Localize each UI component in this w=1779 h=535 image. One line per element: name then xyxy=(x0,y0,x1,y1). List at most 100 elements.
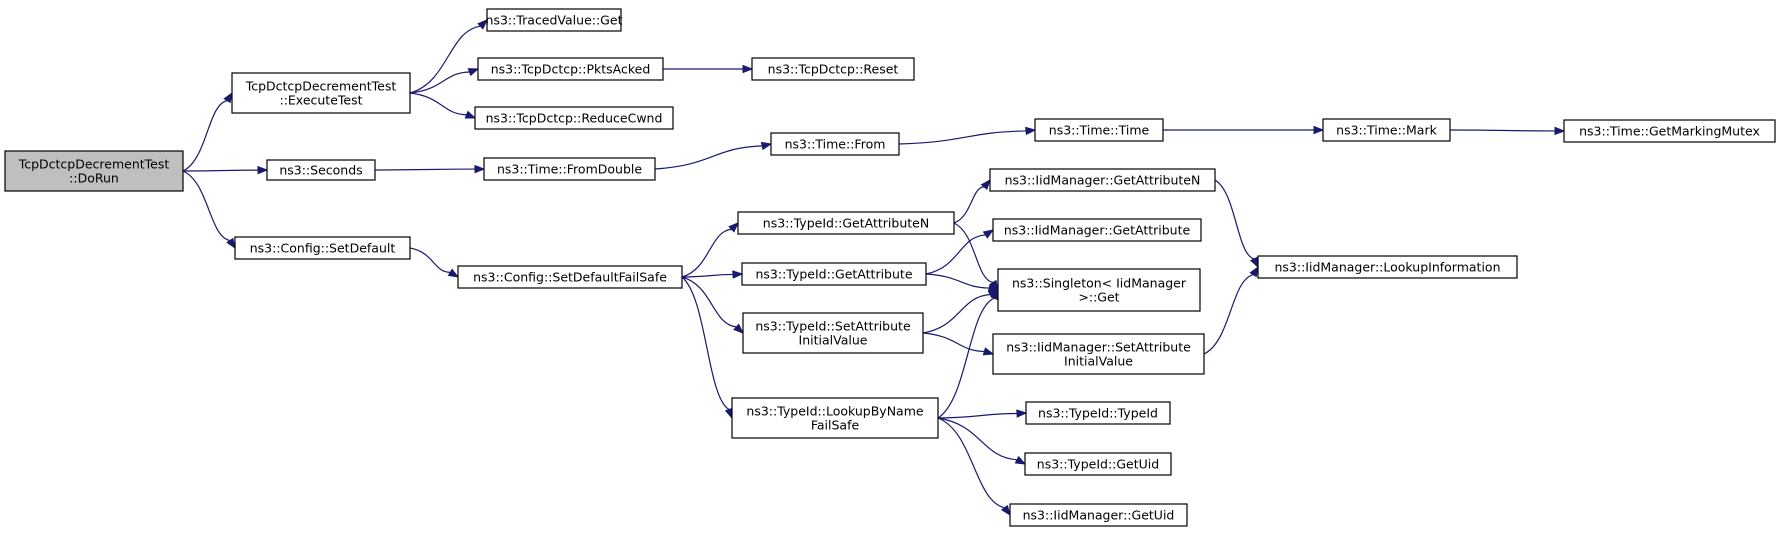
node-box[interactable] xyxy=(266,159,376,181)
node-getattr[interactable]: ns3::TypeId::GetAttribute xyxy=(741,262,927,286)
node-box[interactable] xyxy=(1257,255,1518,279)
node-label: ns3::IidManager::GetAttributeN xyxy=(1005,173,1201,188)
node-box[interactable] xyxy=(1322,118,1451,142)
node-box[interactable] xyxy=(989,168,1216,192)
node-label: ns3::TypeId::GetUid xyxy=(1037,457,1159,472)
node-getattrn[interactable]: ns3::TypeId::GetAttributeN xyxy=(737,211,955,235)
node-box[interactable] xyxy=(1024,452,1172,476)
node-box[interactable] xyxy=(770,132,900,156)
node-mutex[interactable]: ns3::Time::GetMarkingMutex xyxy=(1563,119,1776,143)
nodes-layer: TcpDctcpDecrementTest::DoRun TcpDctcpDecr… xyxy=(4,8,1776,527)
arrowhead xyxy=(982,229,995,239)
node-reset[interactable]: ns3::TcpDctcp::Reset xyxy=(751,57,915,81)
node-iidgetuid[interactable]: ns3::IidManager::GetUid xyxy=(1009,503,1188,527)
edge-line xyxy=(925,234,986,275)
node-box[interactable] xyxy=(477,57,664,81)
node-box[interactable] xyxy=(234,236,411,260)
node-label: ns3::Time::GetMarkingMutex xyxy=(1579,124,1760,139)
node-box[interactable] xyxy=(737,211,955,235)
node-box[interactable] xyxy=(992,333,1205,375)
node-from[interactable]: ns3::Time::From xyxy=(770,132,900,156)
node-box[interactable] xyxy=(1563,119,1776,143)
edge-line xyxy=(182,169,259,172)
arrowhead xyxy=(447,268,460,278)
node-box[interactable] xyxy=(751,57,915,81)
node-mark[interactable]: ns3::Time::Mark xyxy=(1322,118,1451,142)
node-getuid[interactable]: ns3::TypeId::GetUid xyxy=(1024,452,1172,476)
node-box[interactable] xyxy=(4,150,184,192)
node-label: >::Get xyxy=(1078,290,1119,305)
edge-line xyxy=(681,276,730,411)
node-dorun[interactable]: TcpDctcpDecrementTest::DoRun xyxy=(4,150,184,192)
node-box[interactable] xyxy=(742,312,924,354)
node-label: ns3::TcpDctcp::PktsAcked xyxy=(491,62,651,77)
node-box[interactable] xyxy=(486,8,622,32)
node-typeidctor[interactable]: ns3::TypeId::TypeId xyxy=(1025,401,1171,425)
arrowhead xyxy=(467,68,480,77)
node-setdefault[interactable]: ns3::Config::SetDefault xyxy=(234,236,411,260)
edge-line xyxy=(937,417,1005,509)
node-box[interactable] xyxy=(1009,503,1188,527)
edge-lookup-to-getuid xyxy=(937,417,1027,465)
edge-iidgetattrn-to-lookupinfo xyxy=(1214,179,1259,269)
node-box[interactable] xyxy=(1025,401,1171,425)
arrowhead xyxy=(1313,125,1325,135)
node-label: InitialValue xyxy=(1064,354,1133,369)
node-box[interactable] xyxy=(731,397,939,439)
edge-line xyxy=(182,100,228,172)
node-label: FailSafe xyxy=(811,418,860,433)
arrowhead xyxy=(980,178,991,191)
node-box[interactable] xyxy=(474,106,674,130)
node-failsafe[interactable]: ns3::Config::SetDefaultFailSafe xyxy=(457,265,683,289)
node-label: ns3::Time::Time xyxy=(1049,123,1150,138)
node-label: ns3::TypeId::SetAttribute xyxy=(755,319,911,334)
arrowhead xyxy=(226,237,236,250)
node-singleton[interactable]: ns3::Singleton< IidManager>::Get xyxy=(997,268,1201,312)
node-box[interactable] xyxy=(457,265,683,289)
edges-layer xyxy=(182,19,1566,517)
node-reducecwnd[interactable]: ns3::TcpDctcp::ReduceCwnd xyxy=(474,106,674,130)
edge-execute-to-tracedget xyxy=(409,19,489,94)
node-iidgetattrn[interactable]: ns3::IidManager::GetAttributeN xyxy=(989,168,1216,192)
node-box[interactable] xyxy=(992,218,1202,242)
arrowhead xyxy=(464,110,477,119)
node-fromdouble[interactable]: ns3::Time::FromDouble xyxy=(483,157,656,181)
edge-line xyxy=(1203,274,1254,355)
node-box[interactable] xyxy=(1034,118,1164,142)
node-label: ns3::Config::SetDefaultFailSafe xyxy=(473,270,667,285)
node-seconds[interactable]: ns3::Seconds xyxy=(266,159,376,181)
node-pktsacked[interactable]: ns3::TcpDctcp::PktsAcked xyxy=(477,57,664,81)
node-label: ns3::IidManager::GetAttribute xyxy=(1004,223,1191,238)
edge-line xyxy=(681,273,734,278)
edge-line xyxy=(374,168,476,171)
edge-execute-to-reducecwnd xyxy=(409,92,477,119)
node-label: TcpDctcpDecrementTest xyxy=(245,79,397,94)
node-label: ns3::TypeId::GetAttributeN xyxy=(763,216,929,231)
node-lookupinfo[interactable]: ns3::IidManager::LookupInformation xyxy=(1257,255,1518,279)
arrowhead xyxy=(724,407,733,420)
arrowhead xyxy=(742,64,754,74)
edge-dorun-to-execute xyxy=(182,91,233,172)
arrowhead xyxy=(982,347,995,356)
node-label: ns3::IidManager::SetAttribute xyxy=(1006,340,1191,355)
node-label: ns3::Time::FromDouble xyxy=(497,162,642,177)
node-box[interactable] xyxy=(483,157,656,181)
node-tracedget[interactable]: ns3::TracedValue::Get xyxy=(486,8,623,32)
node-time[interactable]: ns3::Time::Time xyxy=(1034,118,1164,142)
node-box[interactable] xyxy=(997,268,1201,312)
node-execute[interactable]: TcpDctcpDecrementTest::ExecuteTest xyxy=(231,72,411,114)
node-box[interactable] xyxy=(741,262,927,286)
node-iidgetattr[interactable]: ns3::IidManager::GetAttribute xyxy=(992,218,1202,242)
edge-line xyxy=(654,145,763,170)
arrowhead xyxy=(223,91,233,104)
arrowhead xyxy=(1000,504,1011,517)
arrowhead xyxy=(733,323,745,334)
node-box[interactable] xyxy=(231,72,411,114)
edge-line xyxy=(922,293,991,334)
node-iidsetattrinit[interactable]: ns3::IidManager::SetAttributeInitialValu… xyxy=(992,333,1205,375)
edge-line xyxy=(1214,179,1255,260)
node-label: ns3::IidManager::LookupInformation xyxy=(1274,260,1500,275)
node-label: InitialValue xyxy=(799,333,868,348)
